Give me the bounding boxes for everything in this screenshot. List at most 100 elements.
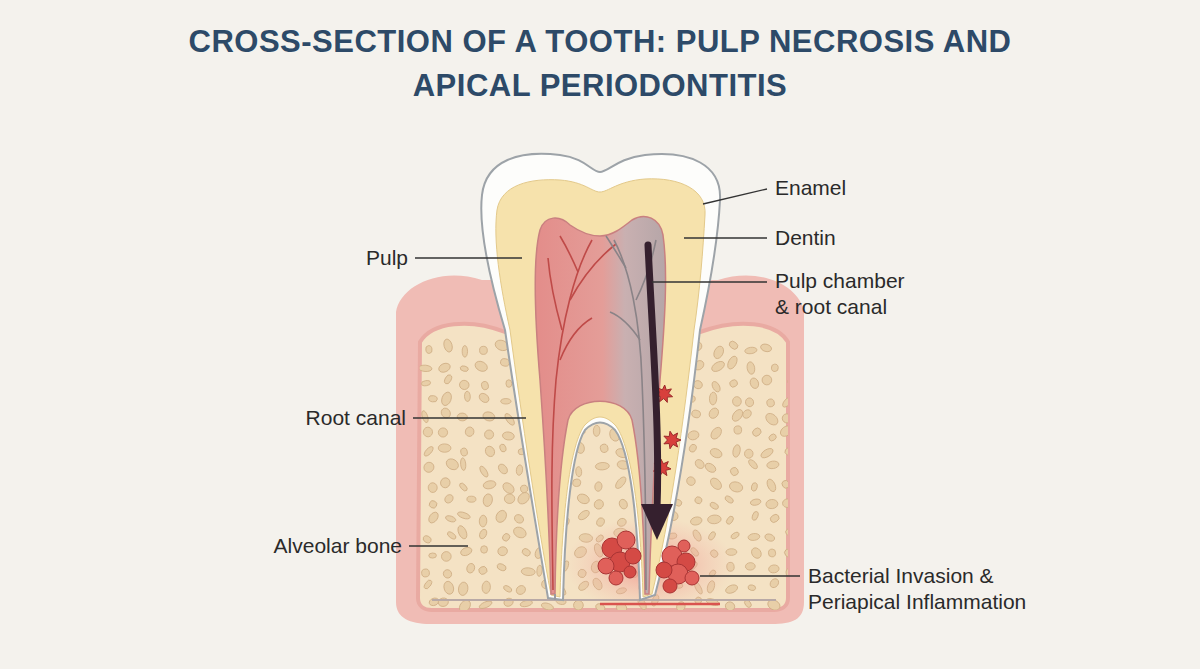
illustration-part (700, 575, 800, 576)
bone-pore (503, 597, 515, 608)
bone-pore (423, 445, 435, 457)
illustration-part (413, 417, 526, 418)
bacterium (664, 431, 681, 449)
bone-pore (423, 579, 433, 590)
bone-pore (446, 531, 457, 541)
bone-pore (478, 528, 488, 540)
bone-pore (768, 549, 776, 557)
bone-pore (766, 499, 779, 509)
part-label: Bacterial Invasion & Periapical Inflamma… (808, 563, 1048, 615)
pulp (535, 216, 666, 594)
bone-pore (422, 535, 432, 545)
bone-pore (732, 396, 742, 406)
bone-pore (465, 426, 475, 437)
bone-pore (438, 428, 448, 438)
bone-pore (482, 581, 491, 594)
bone-pore (728, 480, 744, 493)
bone-pore (503, 412, 516, 427)
bone-pore (746, 361, 756, 375)
bone-pore (766, 398, 775, 407)
bone-pore (614, 475, 628, 490)
bone-pore (784, 527, 794, 537)
bone-pore (497, 462, 510, 475)
dentin (496, 179, 705, 597)
bone-pore (744, 347, 757, 355)
bone-pore (457, 413, 467, 421)
lesion-cell (663, 579, 677, 593)
bone-pore (782, 498, 793, 508)
bone-pore (765, 478, 777, 493)
illustration-part (560, 318, 592, 360)
bone-pore (494, 509, 509, 525)
illustration-part (606, 236, 626, 268)
bone-pore (712, 345, 725, 361)
bone-pore (456, 524, 469, 540)
diagram-title: CROSS-SECTION OF A TOOTH: PULP NECROSIS … (150, 20, 1050, 108)
bone-pore (784, 447, 795, 458)
bone-pore (594, 481, 602, 491)
invasion-arrowhead (641, 504, 673, 540)
bone-pore (592, 498, 605, 511)
bone-pore (473, 359, 489, 373)
part-label-box: Alveolar bone (274, 533, 402, 559)
root-canal-line (554, 594, 556, 600)
bone-pore (745, 562, 755, 570)
leader-lines (409, 189, 800, 576)
illustration-part (415, 257, 522, 258)
bone-pore (729, 466, 740, 477)
bone-pore (759, 447, 774, 460)
illustration-part (703, 189, 767, 204)
bone-pore (477, 392, 490, 405)
bone-pore (464, 391, 470, 402)
bone-pore (694, 496, 703, 505)
bone-pore (443, 374, 453, 385)
bone-pore (423, 427, 434, 438)
part-label-box: Bacterial Invasion & Periapical Inflamma… (808, 563, 1048, 615)
bone-pore (768, 577, 780, 589)
bone-pore (575, 466, 582, 477)
bone-pore (766, 460, 779, 469)
bone-pore (778, 424, 794, 439)
bone-pore (427, 510, 440, 524)
bone-pore (744, 449, 753, 459)
bone-pore (418, 365, 432, 372)
bone-pore (425, 345, 433, 354)
bone-pore (442, 580, 455, 595)
bone-pore (458, 482, 468, 492)
bone-pore (484, 445, 497, 458)
lesion-cell (685, 571, 699, 585)
bone-pore (573, 479, 581, 487)
bone-pore (728, 378, 738, 388)
lesion-cell (625, 548, 641, 564)
part-label-box: Pulp (366, 245, 408, 271)
bone-pore (444, 457, 460, 472)
bone-pore (750, 498, 762, 506)
illustration-part (409, 545, 468, 546)
lesion-cell (624, 566, 636, 578)
bone-pore (441, 552, 451, 562)
bone-pore (618, 498, 629, 510)
bone-pore (764, 411, 781, 427)
bone-pore (428, 499, 438, 509)
bone-pore (691, 409, 702, 419)
bone-pore (501, 399, 511, 404)
bone-pore (593, 425, 600, 436)
bone-pore (768, 433, 778, 442)
bone-pore (576, 492, 591, 505)
part-label: Root canal (306, 405, 406, 431)
bone-pore (458, 379, 470, 391)
bone-pore (710, 380, 721, 393)
lesion-cell (678, 540, 690, 552)
bone-pore (760, 343, 773, 353)
bone-pore (504, 494, 515, 504)
bone-pore (438, 597, 449, 607)
periapical-lesion (598, 531, 699, 593)
bone-pore (467, 496, 476, 502)
part-label: Pulp (366, 245, 408, 271)
bone-pore (710, 359, 726, 373)
bone-pore (482, 411, 496, 423)
illustration-part (684, 237, 767, 238)
bone-pore (768, 564, 779, 573)
bone-pore (704, 461, 718, 474)
